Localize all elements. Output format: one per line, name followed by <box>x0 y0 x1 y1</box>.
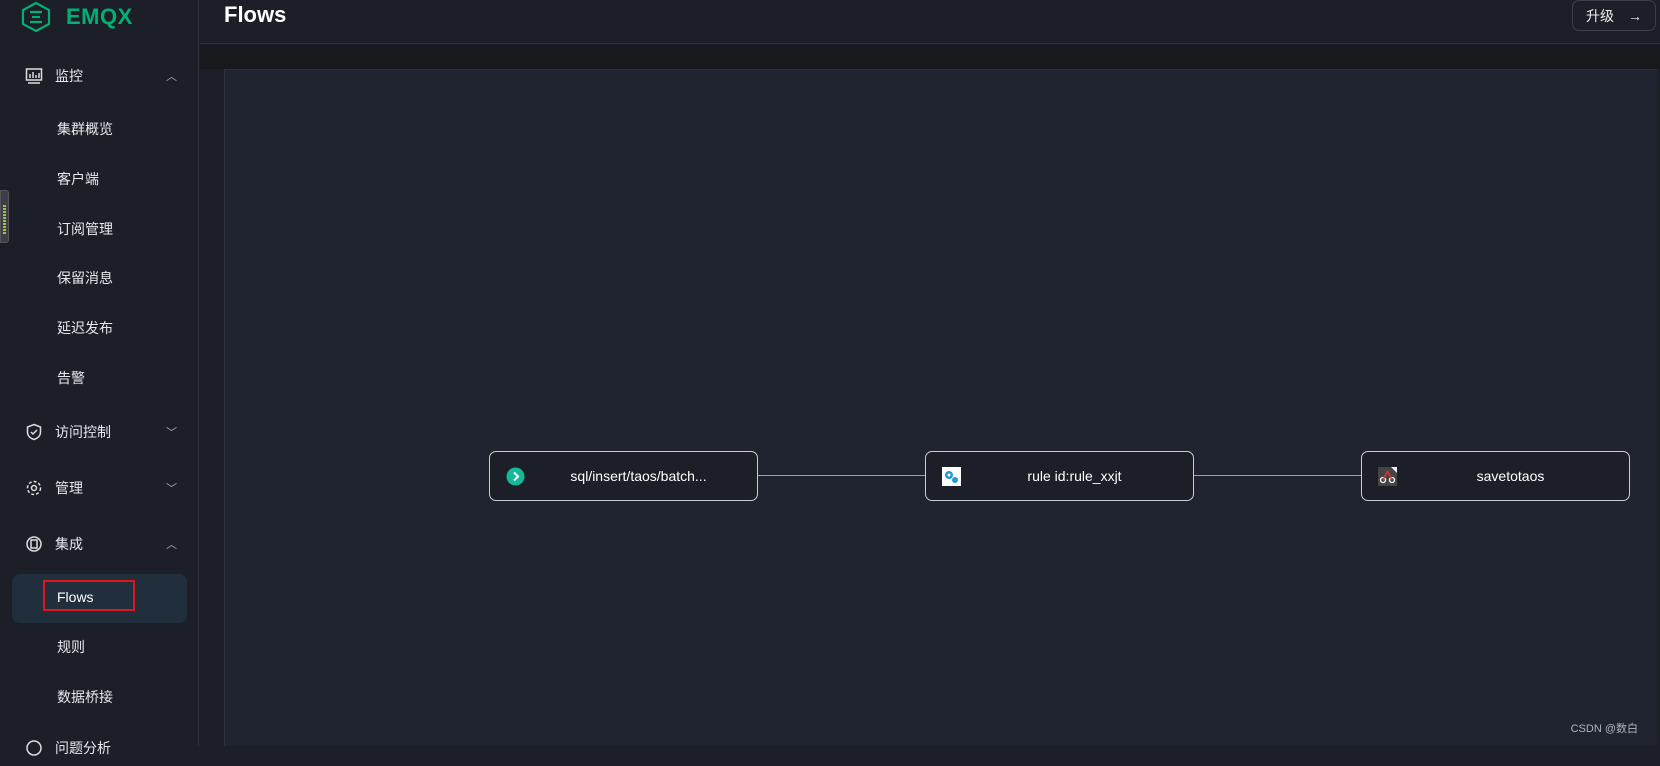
menu-item-rules[interactable]: 规则 <box>57 639 85 655</box>
header: Flows 升级 → <box>200 0 1660 44</box>
rule-gears-icon <box>942 467 961 486</box>
diagnose-icon <box>24 738 44 758</box>
menu-group-access-control[interactable]: 访问控制 ﹀ <box>0 414 199 450</box>
shield-check-icon <box>24 422 44 442</box>
flow-edge <box>758 475 925 476</box>
gear-icon <box>24 478 44 498</box>
menu-item-subscriptions[interactable]: 订阅管理 <box>57 221 113 237</box>
node-label: savetotaos <box>1476 468 1545 484</box>
menu-group-integration[interactable]: 集成 ︿ <box>0 526 199 562</box>
flow-node-rule[interactable]: rule id:rule_xxjt <box>925 451 1194 501</box>
active-item-background <box>12 574 187 623</box>
logo[interactable]: EMQX <box>20 0 133 34</box>
emqx-logo-icon <box>21 1 51 33</box>
chevron-up-icon: ︿ <box>166 71 177 83</box>
menu-group-monitor[interactable]: 监控 ︿ <box>0 58 199 94</box>
monitor-icon <box>24 66 44 86</box>
highlight-box <box>43 580 135 611</box>
flow-canvas[interactable] <box>224 69 1657 746</box>
menu-item-data-bridge[interactable]: 数据桥接 <box>57 689 113 705</box>
watermark: CSDN @数白 <box>1570 723 1638 735</box>
menu-group-diagnose[interactable]: 问题分析 <box>0 730 199 766</box>
arrow-right-icon: → <box>1628 7 1642 24</box>
page-title: Flows <box>224 2 287 27</box>
webhook-icon <box>1378 467 1397 486</box>
chevron-down-icon: ﹀ <box>166 427 177 439</box>
node-label: rule id:rule_xxjt <box>1027 468 1122 484</box>
menu-item-retained[interactable]: 保留消息 <box>57 270 113 286</box>
flow-node-source[interactable]: sql/insert/taos/batch... <box>489 451 758 501</box>
chevron-up-icon: ︿ <box>166 539 177 551</box>
chevron-down-icon: ﹀ <box>166 483 177 495</box>
flow-node-sink[interactable]: savetotaos <box>1361 451 1630 501</box>
menu-item-cluster-overview[interactable]: 集群概览 <box>57 121 113 137</box>
menu-item-clients[interactable]: 客户端 <box>57 171 99 187</box>
upgrade-label: 升级 <box>1586 7 1614 24</box>
flow-edge <box>1194 475 1361 476</box>
upgrade-button[interactable]: 升级 → <box>1572 0 1656 31</box>
header-divider <box>200 45 1660 69</box>
node-label: sql/insert/taos/batch... <box>570 468 707 484</box>
brand-name: EMQX <box>66 4 133 29</box>
integration-icon <box>24 534 44 554</box>
sidebar: EMQX 监控 ︿ 集群概览 客户端 订阅管理 保留消息 延迟发布 告警 访问控… <box>0 0 199 756</box>
menu-item-alarms[interactable]: 告警 <box>57 370 85 386</box>
menu-item-delayed[interactable]: 延迟发布 <box>57 320 113 336</box>
side-handle[interactable] <box>0 190 9 243</box>
topic-chevron-icon <box>506 467 525 486</box>
menu-group-management[interactable]: 管理 ﹀ <box>0 470 199 506</box>
menu-item-flows[interactable]: Flows <box>57 589 94 605</box>
